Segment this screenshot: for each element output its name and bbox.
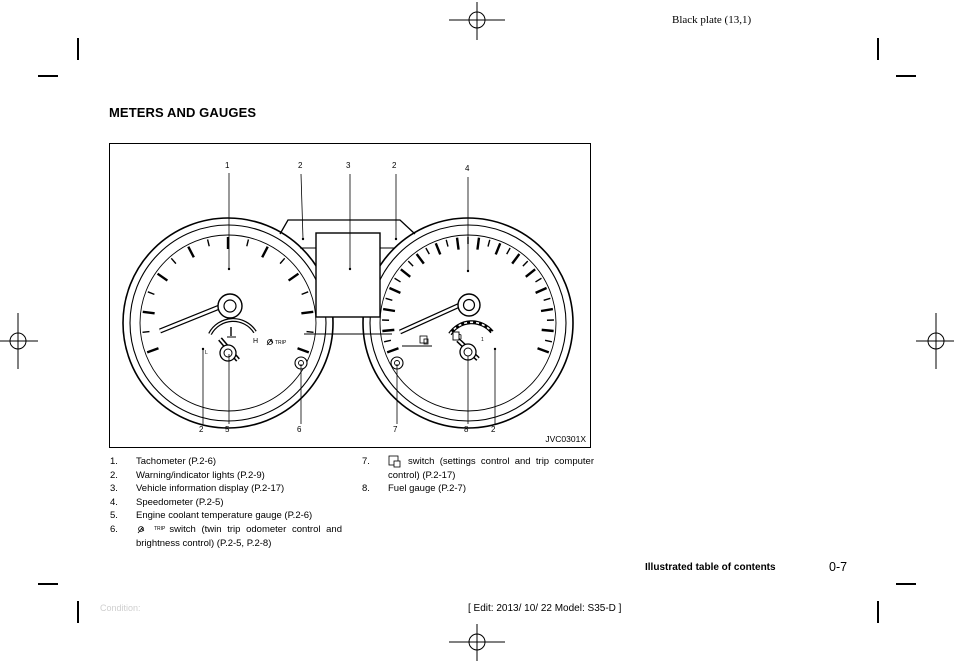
dial-tick [382, 307, 396, 313]
dial-tick [407, 260, 414, 267]
coolant-temp-icon [227, 327, 236, 338]
dial-tick [385, 297, 393, 302]
leader-dots [201, 237, 497, 351]
dial-tick [146, 347, 159, 354]
page-number: 0-7 [829, 560, 848, 574]
dial-tick [306, 330, 314, 334]
callout-2-top-right: 2 [392, 161, 397, 170]
dial-tick [455, 237, 460, 250]
callout-2-bottom-left: 2 [199, 425, 204, 434]
instrument-cluster-figure: H L TRIP 1 [109, 143, 591, 448]
coolant-gauge-arc [208, 317, 257, 336]
vehicle-information-display [315, 232, 381, 318]
registration-target-left [0, 313, 38, 369]
condition-label: Condition: [100, 603, 141, 613]
dial-tick [476, 237, 481, 250]
settings-switch-icon [419, 335, 429, 345]
fuel-pump-icon [452, 331, 462, 341]
callout-4: 4 [465, 164, 470, 173]
dial-tick [487, 239, 491, 247]
speedometer-ticks [382, 237, 554, 354]
dial-tick [434, 242, 442, 255]
dial-tick [287, 272, 300, 282]
callout-3: 3 [346, 161, 351, 170]
dial-tick [425, 247, 430, 255]
legend-right: 7. switch (settings control and trip com… [362, 455, 594, 495]
dial-tick [147, 291, 155, 296]
tachometer-dial-ring [139, 234, 317, 412]
trip-switch-icon [266, 338, 274, 346]
fuel-full-label: 1 [481, 337, 484, 343]
tachometer-ticks [142, 237, 314, 354]
dial-tick [386, 347, 399, 354]
plate-label: Black plate (13,1) [672, 14, 752, 26]
dial-tick [535, 286, 548, 294]
edit-info: [ Edit: 2013/ 10/ 22 Model: S35-D ] [468, 603, 622, 614]
dial-tick [383, 339, 392, 343]
coolant-low-label: L [205, 350, 208, 356]
trip-switch-legend-icon [137, 525, 145, 534]
dial-tick [400, 268, 411, 278]
trip-switch-label: TRIP [275, 340, 287, 346]
dial-tick [382, 328, 395, 333]
callout-8: 8 [464, 425, 469, 434]
dial-tick [261, 246, 269, 258]
callout-2-bottom-right: 2 [491, 425, 496, 434]
callout-1: 1 [225, 161, 230, 170]
dial-tick [540, 307, 554, 313]
settings-switch-legend-icon [388, 455, 401, 468]
callout-5: 5 [225, 425, 230, 434]
dial-tick [388, 286, 401, 294]
display-hood [279, 219, 416, 235]
dial-tick [142, 310, 155, 315]
leader-lines [202, 173, 496, 424]
registration-target-bottom [449, 624, 505, 661]
dial-tick [187, 246, 195, 258]
dial-tick [156, 272, 169, 282]
legend-left: 1. Tachometer (P.2-6) 2. Warning/indicat… [110, 456, 342, 549]
figure-code: JVC0301X [545, 434, 586, 444]
dial-tick [511, 253, 521, 265]
dial-tick [246, 239, 250, 247]
dial-tick [415, 253, 425, 265]
registration-target-top [449, 2, 505, 40]
trip-switch-legend-label: TRIP [154, 526, 166, 532]
dial-tick [535, 277, 542, 283]
dial-tick [541, 328, 554, 333]
dial-tick [544, 339, 553, 343]
registration-target-right [916, 313, 954, 369]
dial-tick [506, 247, 511, 255]
callout-2-top-left: 2 [298, 161, 303, 170]
dial-tick [142, 330, 150, 334]
dial-tick [537, 347, 550, 354]
dial-tick [543, 297, 551, 302]
dial-tick [301, 291, 309, 296]
dial-tick [297, 347, 310, 354]
instrument-cluster-drawing: H L TRIP 1 [122, 173, 574, 429]
tachometer-inner-ring [129, 224, 327, 422]
callout-6: 6 [297, 425, 302, 434]
dial-tick [445, 239, 449, 247]
tachometer-outer-ring [122, 217, 334, 429]
dial-tick [522, 260, 529, 267]
dial-tick [494, 242, 502, 255]
dial-tick [301, 310, 314, 315]
dial-tick [206, 239, 210, 247]
dial-tick [525, 268, 536, 278]
dial-tick [279, 257, 286, 265]
dial-tick [170, 257, 177, 265]
dial-tick [394, 277, 401, 283]
coolant-high-label: H [253, 338, 258, 345]
section-title: METERS AND GAUGES [109, 105, 257, 120]
callout-7: 7 [393, 425, 398, 434]
footer-section-title: Illustrated table of contents [645, 562, 776, 573]
